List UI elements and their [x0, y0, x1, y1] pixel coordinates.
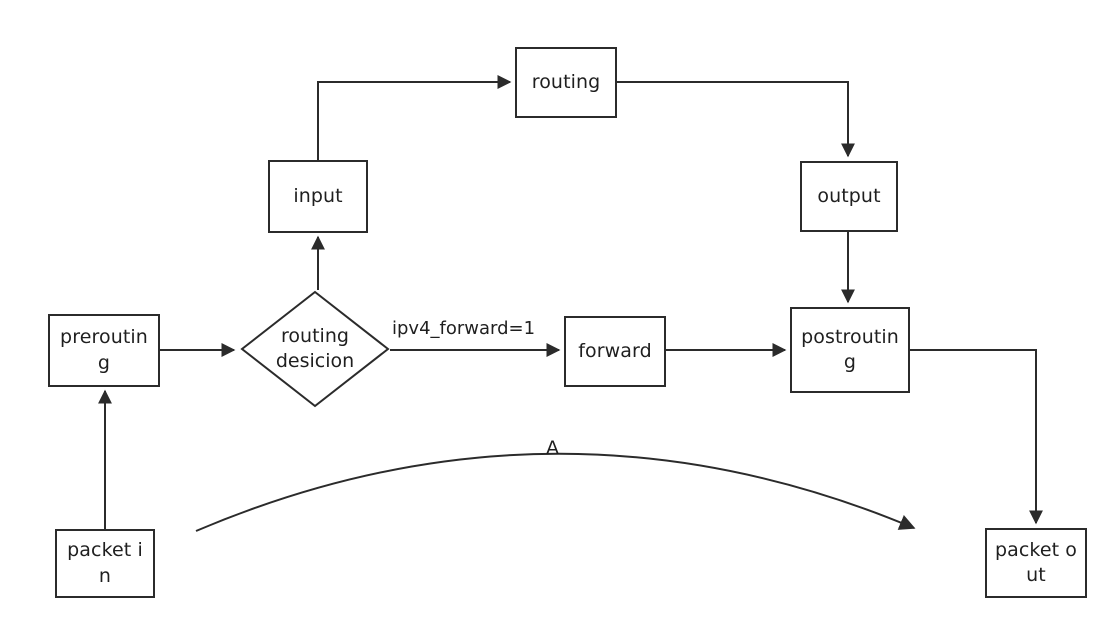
edge-curve-a [195, 452, 916, 532]
node-prerouting[interactable]: prerouting [48, 314, 160, 387]
node-routing[interactable]: routing [515, 47, 617, 118]
edge-label-ipv4-forward: ipv4_forward=1 [392, 318, 536, 339]
edge-input-to-routing [317, 75, 512, 160]
node-routing-decision-label: routing desicion [275, 325, 355, 372]
node-packet-in[interactable]: packet in [55, 529, 155, 598]
node-packet-out-label: packet out [994, 538, 1078, 586]
node-input-label: input [293, 184, 343, 207]
node-routing-label: routing [531, 70, 601, 93]
node-routing-decision[interactable]: routing desicion [240, 290, 390, 408]
edge-routing-to-output [617, 81, 855, 158]
edge-postrouting-to-packetout [910, 349, 1043, 525]
node-input[interactable]: input [268, 160, 368, 233]
node-postrouting[interactable]: postrouting [790, 307, 910, 393]
node-packet-out[interactable]: packet out [985, 528, 1087, 598]
diamond-shape [240, 290, 390, 408]
node-forward-label: forward [578, 339, 652, 362]
edge-label-curve-a: A [546, 437, 559, 459]
node-packet-in-label: packet in [67, 539, 143, 587]
node-postrouting-label: postrouting [801, 325, 899, 373]
node-output[interactable]: output [800, 161, 898, 232]
node-forward[interactable]: forward [564, 316, 666, 387]
node-prerouting-label: prerouting [60, 326, 148, 374]
node-output-label: output [817, 184, 881, 207]
